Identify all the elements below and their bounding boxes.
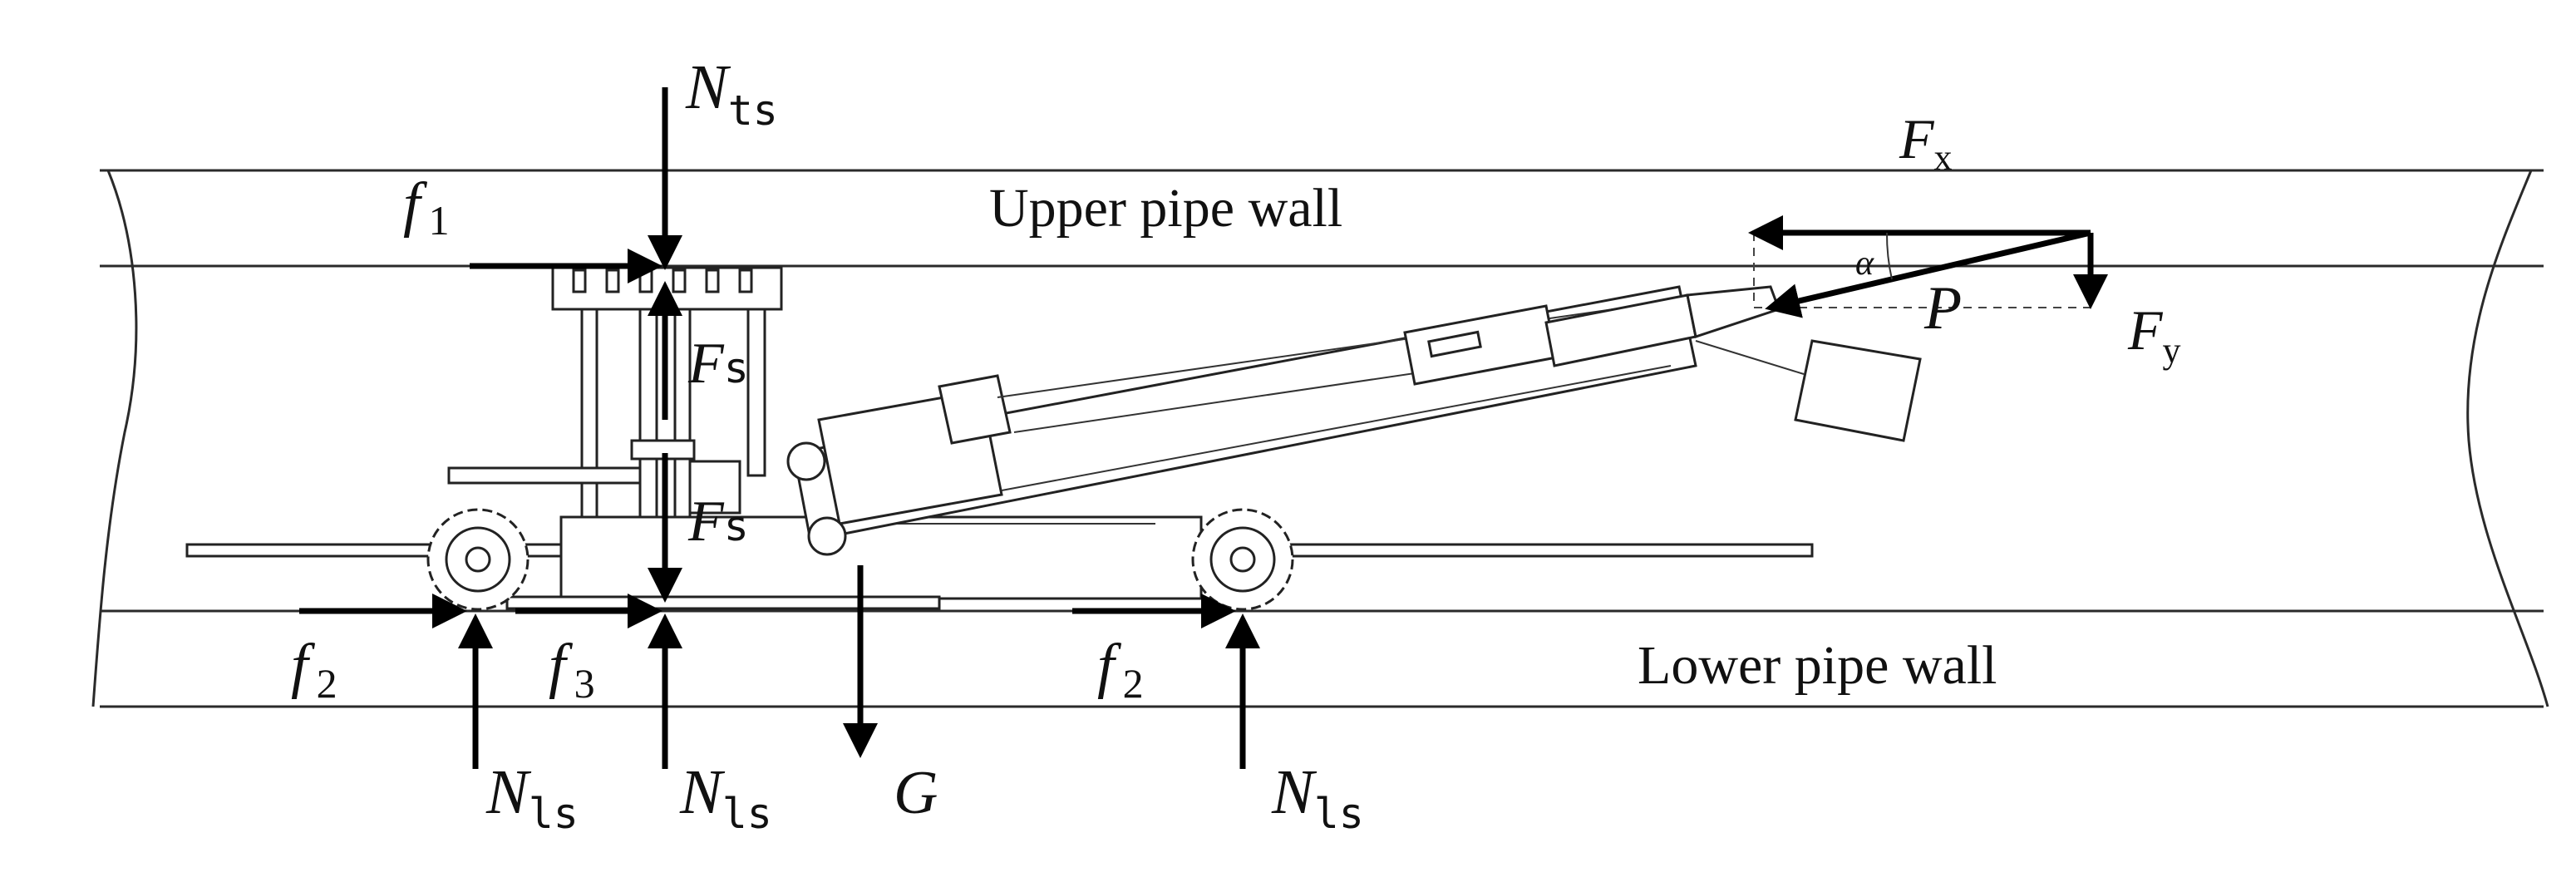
label-fs-upper: Fs — [687, 332, 749, 396]
label-g: G — [894, 759, 938, 827]
boom-pivot-lower — [807, 516, 847, 556]
support-column-right — [746, 308, 766, 477]
label-fx: Fx — [1899, 107, 1953, 178]
drill-boom — [786, 285, 1922, 556]
drilling-robot — [185, 266, 1922, 611]
chassis-body — [559, 515, 1203, 600]
feed-cylinder-mark — [1427, 330, 1482, 358]
right-wheel — [1191, 508, 1294, 611]
tool-arm — [1695, 340, 1805, 375]
left-break-curve — [91, 170, 138, 707]
label-nls-2: Nls — [679, 757, 772, 838]
support-column-left — [580, 308, 598, 519]
label-alpha: α — [1855, 244, 1874, 283]
boom-pivot-upper — [786, 441, 826, 481]
labels: Upper pipe wall Lower pipe wall Nts Fx P… — [291, 52, 2181, 838]
label-fy: Fy — [2127, 298, 2181, 371]
boom-rail-lower — [1001, 365, 1672, 491]
support-hydraulic-cylinder — [673, 308, 692, 519]
label-p: P — [1923, 274, 1962, 342]
tool-box — [1794, 339, 1922, 442]
upper-wall-label: Upper pipe wall — [989, 178, 1342, 239]
drill-force-decomposition — [1748, 215, 2108, 318]
lower-wall-label: Lower pipe wall — [1638, 635, 1997, 696]
machine-forces — [299, 87, 1260, 769]
label-nts: Nts — [685, 52, 778, 135]
left-wheel — [426, 508, 529, 611]
cross-beam — [447, 466, 642, 485]
pivot-bracket — [688, 460, 741, 515]
right-break-curve — [2466, 170, 2549, 707]
angle-arc-alpha — [1885, 232, 1893, 280]
drill-bit — [1686, 285, 1781, 338]
label-nls-3: Nls — [1271, 757, 1364, 838]
label-fs-lower: Fs — [687, 490, 749, 554]
label-nls-1: Nls — [485, 757, 579, 838]
boom-gearbox — [938, 374, 1012, 445]
support-column-mid — [638, 308, 658, 519]
pad-teeth — [572, 269, 753, 293]
chassis-skid — [505, 595, 941, 610]
force-arrow-p — [1765, 229, 2091, 318]
